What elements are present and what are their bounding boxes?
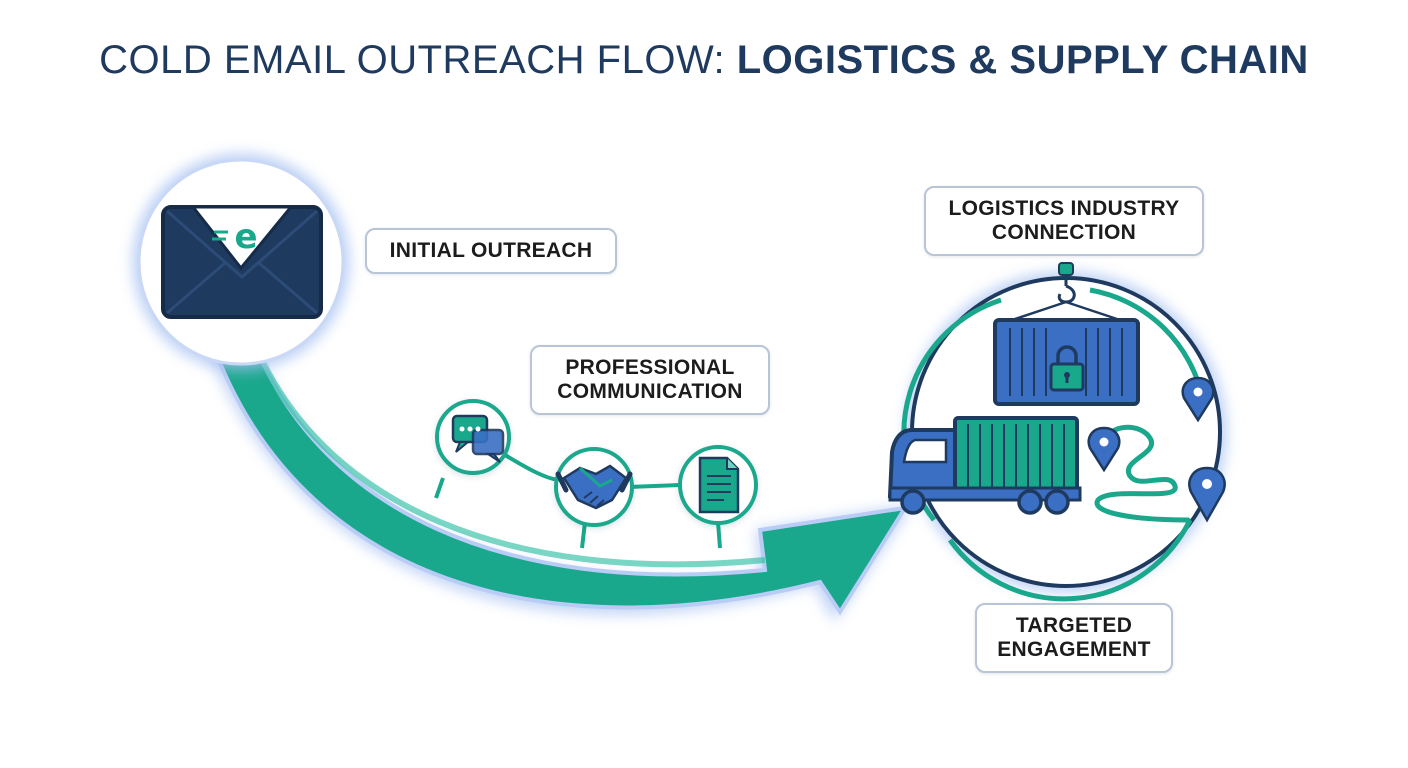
route-path bbox=[1094, 424, 1191, 523]
label-text-line2: COMMUNICATION bbox=[557, 380, 743, 403]
title-part-bold: LOGISTICS & SUPPLY CHAIN bbox=[736, 38, 1309, 82]
map-pin-icon bbox=[1087, 426, 1121, 473]
flow-arrow bbox=[210, 340, 912, 622]
map-pin-icon bbox=[1188, 466, 1226, 523]
label-text-line1: LOGISTICS INDUSTRY bbox=[948, 197, 1180, 220]
label-targeted-engagement: TARGETED ENGAGEMENT bbox=[975, 603, 1173, 673]
document-icon bbox=[678, 445, 758, 525]
connector-lines bbox=[434, 453, 722, 549]
padlock-icon bbox=[1049, 345, 1085, 392]
label-text-line2: CONNECTION bbox=[991, 221, 1137, 244]
label-professional-communication: PROFESSIONAL COMMUNICATION bbox=[530, 345, 770, 415]
label-text-line1: TARGETED bbox=[1015, 614, 1133, 637]
title-part-regular: COLD EMAIL OUTREACH FLOW: bbox=[99, 38, 737, 82]
shipping-container-icon bbox=[993, 318, 1140, 406]
email-envelope-icon: e bbox=[133, 154, 349, 370]
handshake-icon bbox=[554, 447, 634, 527]
label-initial-outreach: INITIAL OUTREACH bbox=[365, 228, 617, 274]
label-text-line2: ENGAGEMENT bbox=[997, 638, 1151, 661]
label-logistics-industry-connection: LOGISTICS INDUSTRY CONNECTION bbox=[924, 186, 1204, 256]
diagram-title: COLD EMAIL OUTREACH FLOW: LOGISTICS & SU… bbox=[0, 38, 1408, 83]
chat-bubbles-icon bbox=[435, 399, 511, 475]
truck-icon bbox=[887, 416, 1082, 515]
label-text: INITIAL OUTREACH bbox=[389, 239, 593, 262]
map-pin-icon bbox=[1181, 376, 1215, 423]
label-text-line1: PROFESSIONAL bbox=[565, 356, 735, 379]
envelope-letter: e bbox=[234, 217, 257, 257]
